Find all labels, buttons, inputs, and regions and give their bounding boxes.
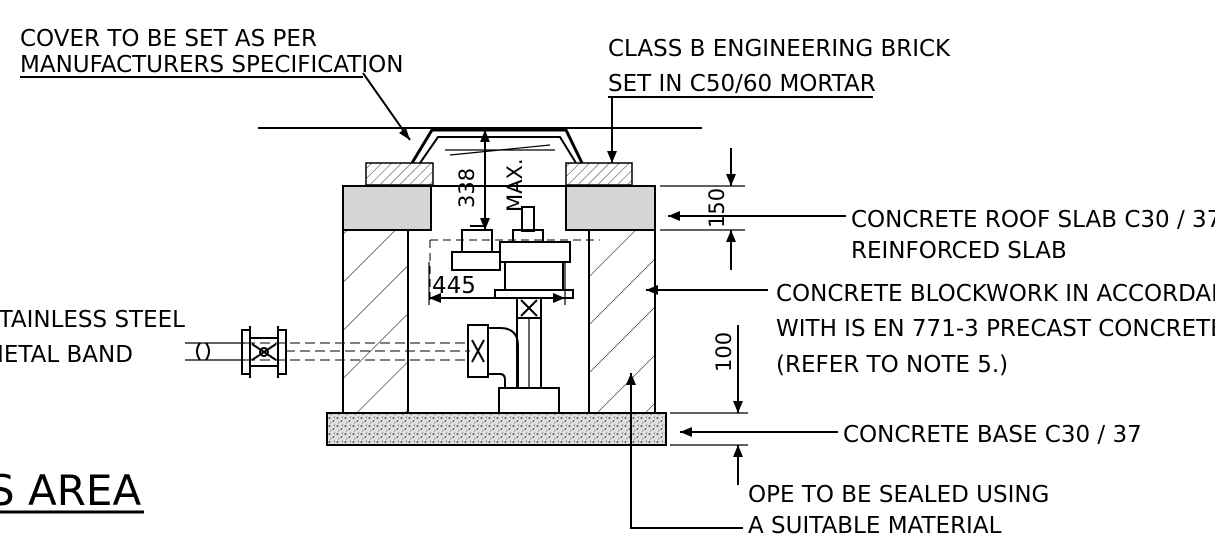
dim-slab-value: 150 (705, 188, 729, 228)
blockwork-wall-right (588, 229, 656, 414)
note-brick-line1: CLASS B ENGINEERING BRICK (608, 36, 951, 62)
note-blockwork-line2: WITH IS EN 771-3 PRECAST CONCRETE (776, 316, 1215, 342)
leader-brick (607, 98, 617, 163)
hydrant-valve (451, 206, 574, 414)
note-steel-line1: STAINLESS STEEL (0, 307, 185, 333)
dim-slab (660, 148, 745, 270)
note-roof-line2: REINFORCED SLAB (851, 238, 1067, 264)
roof-slab-left (342, 185, 432, 231)
brick-course-right (565, 162, 633, 186)
note-ope-line1: OPE TO BE SEALED USING (748, 482, 1049, 508)
leader-roof-slab (668, 211, 846, 221)
note-blockwork-line1: CONCRETE BLOCKWORK IN ACCORDANCE (776, 281, 1215, 307)
leader-base (680, 427, 838, 437)
leader-cover (362, 72, 411, 141)
dim-width (428, 262, 566, 305)
inlet-pipe (185, 326, 470, 378)
area-title: S AREA (0, 466, 141, 515)
hidden-lines (429, 239, 600, 300)
blockwork-wall-left (342, 229, 409, 414)
dim-depth-suffix: MAX. (503, 158, 527, 212)
note-steel-line2: METAL BAND (0, 342, 133, 368)
note-ope-line2: A SUITABLE MATERIAL (748, 513, 1002, 536)
note-blockwork-line3: (REFER TO NOTE 5.) (776, 352, 1008, 378)
pipe-bend (467, 324, 519, 388)
dim-depth-value: 338 (455, 168, 479, 208)
brick-course-left (365, 162, 434, 186)
note-roof-line1: CONCRETE ROOF SLAB C30 / 37 (851, 207, 1215, 233)
roof-slab-right (565, 185, 656, 231)
leader-blockwork (646, 285, 768, 295)
dim-depth (480, 130, 490, 230)
dim-base (670, 325, 748, 485)
note-brick-line2: SET IN C50/60 MORTAR (608, 71, 876, 97)
dim-width-value: 445 (432, 273, 476, 299)
note-cover-line1: COVER TO BE SET AS PER (20, 26, 317, 52)
concrete-base (326, 412, 667, 446)
note-base: CONCRETE BASE C30 / 37 (843, 422, 1142, 448)
note-cover-line2: MANUFACTURERS SPECIFICATION (20, 52, 403, 78)
leader-ope (626, 373, 743, 529)
dim-base-value: 100 (712, 332, 736, 372)
cover-frame (410, 128, 584, 164)
